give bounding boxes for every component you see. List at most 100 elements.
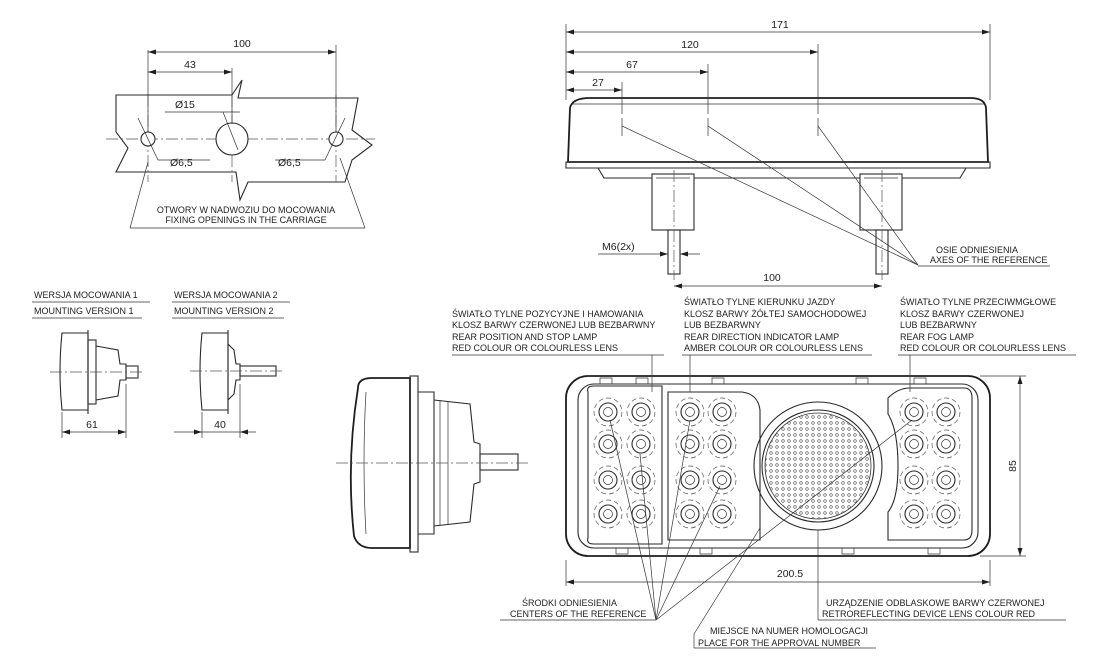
pos-line-3: REAR POSITION AND STOP LAMP — [452, 332, 597, 342]
note-fixing-en: FIXING OPENINGS IN THE CARRIAGE — [165, 215, 326, 225]
led-core — [685, 475, 695, 485]
led-core — [717, 439, 727, 449]
led-ring — [626, 465, 656, 495]
led-ring — [707, 465, 737, 495]
centers-en: CENTERS OF THE REFERENCE — [510, 609, 646, 619]
led-ring — [899, 429, 929, 459]
led-ring — [675, 465, 705, 495]
led-ring — [931, 499, 961, 529]
led-lens — [936, 504, 956, 524]
led-ring — [675, 499, 705, 529]
led-lens — [712, 504, 732, 524]
fog-line-3: LUB BEZBARWNY — [900, 320, 977, 330]
thread-m6: M6(2x) — [602, 241, 635, 253]
led-lens — [904, 504, 924, 524]
led-core — [685, 407, 695, 417]
led-core — [603, 475, 613, 485]
led-ring — [626, 397, 656, 427]
led-lens — [631, 504, 651, 524]
dim-120: 120 — [681, 39, 699, 51]
approval-pl: MIEJSCE NA NUMER HOMOLOGACJI — [710, 626, 868, 636]
led-core — [685, 439, 695, 449]
dim-200-5: 200.5 — [777, 568, 803, 580]
dim-100-holes: 100 — [233, 38, 251, 50]
led-lens — [680, 434, 700, 454]
led-ring — [675, 429, 705, 459]
led-core — [941, 509, 951, 519]
side-view — [336, 375, 528, 553]
pos-line-1: ŚWIATŁO TYLNE POZYCYJNE I HAMOWANIA — [452, 308, 643, 319]
led-lens — [631, 402, 651, 422]
approval-en: PLACE FOR THE APPROVAL NUMBER — [698, 638, 861, 648]
led-ring — [931, 465, 961, 495]
dir-line-5: AMBER COLOUR OR COLOURLESS LENS — [684, 343, 863, 353]
dim-85: 85 — [1007, 460, 1019, 472]
dim-43: 43 — [184, 59, 196, 71]
mounting-v2-dim: 40 — [214, 419, 226, 431]
label-position-stop: ŚWIATŁO TYLNE POZYCYJNE I HAMOWANIA KLOS… — [452, 308, 664, 392]
dir-line-2: KLOSZ BARWY ŻÓŁTEJ SAMOCHODOWEJ — [684, 309, 866, 319]
led-ring — [707, 429, 737, 459]
fog-line-2: KLOSZ BARWY CZERWONEJ — [900, 309, 1024, 319]
dir-line-1: ŚWIATŁO TYLNE KIERUNKU JAZDY — [684, 296, 835, 307]
led-ring — [931, 397, 961, 427]
led-lens — [680, 504, 700, 524]
label-centers: ŚRODKI ODNIESIENIA CENTERS OF THE REFERE… — [500, 419, 913, 621]
led-core — [685, 509, 695, 519]
led-lens — [598, 434, 618, 454]
led-core — [603, 407, 613, 417]
label-retroreflector: URZĄDZENIE ODBLASKOWE BARWY CZERWONEJ RE… — [817, 530, 1066, 621]
led-core — [909, 407, 919, 417]
led-core — [909, 509, 919, 519]
hole-view: 100 43 Ø15 Ø6,5 Ø6,5 OTWORY W NADWOZIU D… — [106, 38, 375, 229]
label-approval: MIEJSCE NA NUMER HOMOLOGACJI PLACE FOR T… — [693, 527, 876, 649]
retro-pl: URZĄDZENIE ODBLASKOWE BARWY CZERWONEJ — [826, 598, 1045, 608]
led-ring — [899, 499, 929, 529]
led-core — [717, 407, 727, 417]
label-direction: ŚWIATŁO TYLNE KIERUNKU JAZDY KLOSZ BARWY… — [682, 296, 872, 392]
led-ring — [593, 465, 623, 495]
mounting-v1-en: MOUNTING VERSION 1 — [34, 306, 134, 316]
dir-line-3: LUB BEZBARWNY — [684, 320, 761, 330]
led-core — [941, 407, 951, 417]
led-core — [717, 509, 727, 519]
led-ring — [626, 429, 656, 459]
led-core — [636, 407, 646, 417]
led-ring — [626, 499, 656, 529]
led-core — [636, 439, 646, 449]
axes-ref-en: AXES OF THE REFERENCE — [930, 255, 1047, 265]
led-core — [941, 475, 951, 485]
led-core — [909, 439, 919, 449]
led-lens — [598, 402, 618, 422]
led-lens — [712, 434, 732, 454]
led-lens — [712, 470, 732, 490]
fog-line-5: RED COLOUR OR COLOURLESS LENS — [900, 343, 1066, 353]
led-core — [603, 509, 613, 519]
led-ring — [707, 397, 737, 427]
label-fog: ŚWIATŁO TYLNE PRZECIWMGŁOWE KLOSZ BARWY … — [898, 296, 1076, 392]
led-core — [603, 439, 613, 449]
led-core — [717, 475, 727, 485]
centers-pl: ŚRODKI ODNIESIENIA — [522, 597, 617, 608]
led-core — [636, 509, 646, 519]
dim-100-studs: 100 — [763, 272, 781, 284]
dim-67: 67 — [626, 59, 638, 71]
led-lens — [598, 504, 618, 524]
led-lens — [631, 470, 651, 490]
led-lens — [712, 402, 732, 422]
dia-15: Ø15 — [175, 99, 195, 111]
led-lens — [631, 434, 651, 454]
led-lens — [904, 470, 924, 490]
led-lens — [680, 402, 700, 422]
led-core — [636, 475, 646, 485]
mounting-v1-dim: 61 — [86, 419, 98, 431]
led-ring — [675, 397, 705, 427]
top-view: 171 120 67 27 M6(2x) 100 OSIE ODNIESIENI… — [565, 19, 1050, 289]
led-ring — [707, 499, 737, 529]
led-lens — [936, 434, 956, 454]
mounting-v1-pl: WERSJA MOCOWANIA 1 — [34, 290, 138, 300]
led-core — [909, 475, 919, 485]
led-ring — [899, 465, 929, 495]
dir-line-4: REAR DIRECTION INDICATOR LAMP — [684, 332, 839, 342]
